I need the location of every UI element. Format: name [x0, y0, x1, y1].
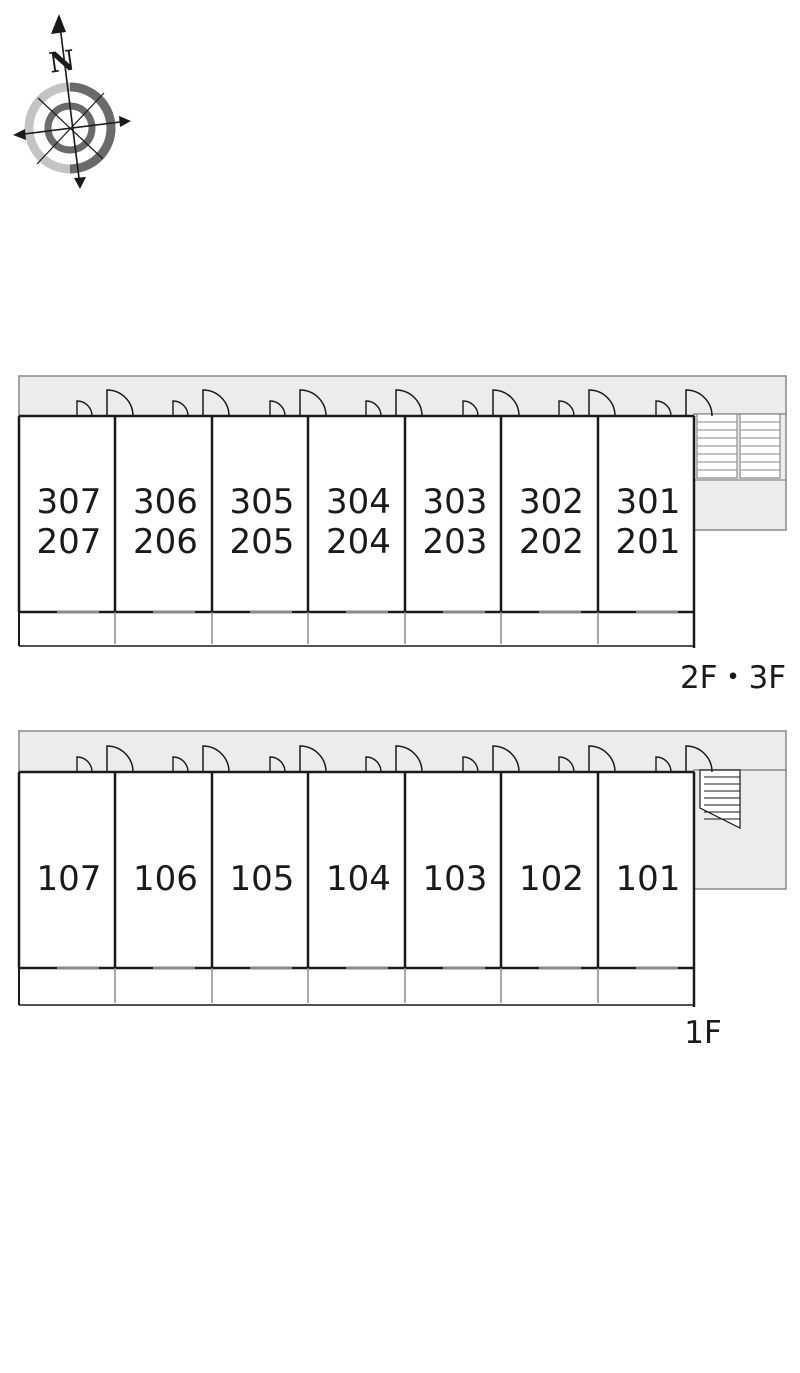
small-door-swing [558, 400, 575, 417]
compass-north-label: N [47, 43, 77, 79]
entry-door-swing [395, 745, 423, 773]
entry-door-swing [299, 389, 327, 417]
entry-door-swing [685, 745, 713, 773]
unit-number: 202 [519, 522, 584, 562]
unit-number: 101 [616, 859, 681, 899]
unit-number: 105 [230, 859, 295, 899]
floor-label: 2F・3F [680, 660, 786, 696]
unit-number: 204 [326, 522, 391, 562]
small-door-swing [462, 400, 479, 417]
unit-number: 301 [616, 482, 681, 522]
compass-south-arrow [74, 177, 86, 189]
small-door-swing [76, 400, 93, 417]
unit-number: 103 [423, 859, 488, 899]
stair-flight [699, 769, 741, 829]
unit-labels: 107 106 105 104 103 102 101 [37, 859, 681, 899]
small-door-swing [558, 756, 575, 773]
unit-walls [17, 414, 696, 614]
unit-number: 307 [37, 482, 102, 522]
compass-ew-line [15, 120, 129, 136]
compass-west-arrow [13, 129, 26, 140]
floor-plan-upper: 3072073062063052053042043032033022023012… [17, 375, 787, 696]
small-door-swing [172, 400, 189, 417]
unit-number: 107 [37, 859, 102, 899]
compass-ns-line [58, 17, 81, 187]
small-door-swing [365, 400, 382, 417]
compass-east-arrow [119, 116, 131, 127]
small-door-swing [172, 756, 189, 773]
units-block [19, 772, 694, 968]
unit-number: 306 [133, 482, 198, 522]
corridor [18, 730, 787, 773]
unit-number: 303 [423, 482, 488, 522]
unit-number: 304 [326, 482, 391, 522]
unit-number: 203 [423, 522, 488, 562]
staircase [694, 413, 786, 481]
compass-outer-ring-dark [69, 82, 116, 174]
corridor [18, 375, 787, 417]
small-door-swing [269, 756, 286, 773]
compass-diag-line-2 [36, 92, 105, 165]
small-door-swing [655, 400, 672, 417]
unit-number: 104 [326, 859, 391, 899]
door-row [76, 389, 713, 417]
small-door-swing [655, 756, 672, 773]
unit-number: 206 [133, 522, 198, 562]
small-door-swing [76, 756, 93, 773]
unit-number: 205 [230, 522, 295, 562]
entry-door-swing [685, 389, 713, 417]
unit-number: 201 [616, 522, 681, 562]
entry-door-swing [202, 389, 230, 417]
entry-door-swing [106, 745, 134, 773]
unit-number: 207 [37, 522, 102, 562]
entry-door-swing [106, 389, 134, 417]
unit-walls [17, 770, 696, 970]
unit-number: 302 [519, 482, 584, 522]
small-door-swing [365, 756, 382, 773]
entry-door-swing [202, 745, 230, 773]
small-door-swing [269, 400, 286, 417]
entry-door-swing [588, 745, 616, 773]
entry-door-swing [492, 745, 520, 773]
entry-door-swing [299, 745, 327, 773]
small-door-swing [462, 756, 479, 773]
staircase [699, 769, 741, 829]
entry-door-swing [395, 389, 423, 417]
unit-number: 102 [519, 859, 584, 899]
entry-door-swing [492, 389, 520, 417]
floor-label: 1F [684, 1015, 722, 1051]
balcony-row [18, 612, 696, 648]
compass-north-arrow [51, 14, 66, 34]
units-block [19, 416, 694, 612]
unit-number: 106 [133, 859, 198, 899]
balcony-row [18, 968, 696, 1007]
floor-plan-ground: 107 106 105 104 103 102 101 1F [17, 730, 787, 1051]
entry-door-swing [588, 389, 616, 417]
unit-number: 305 [230, 482, 295, 522]
compass-icon: N [13, 14, 131, 189]
